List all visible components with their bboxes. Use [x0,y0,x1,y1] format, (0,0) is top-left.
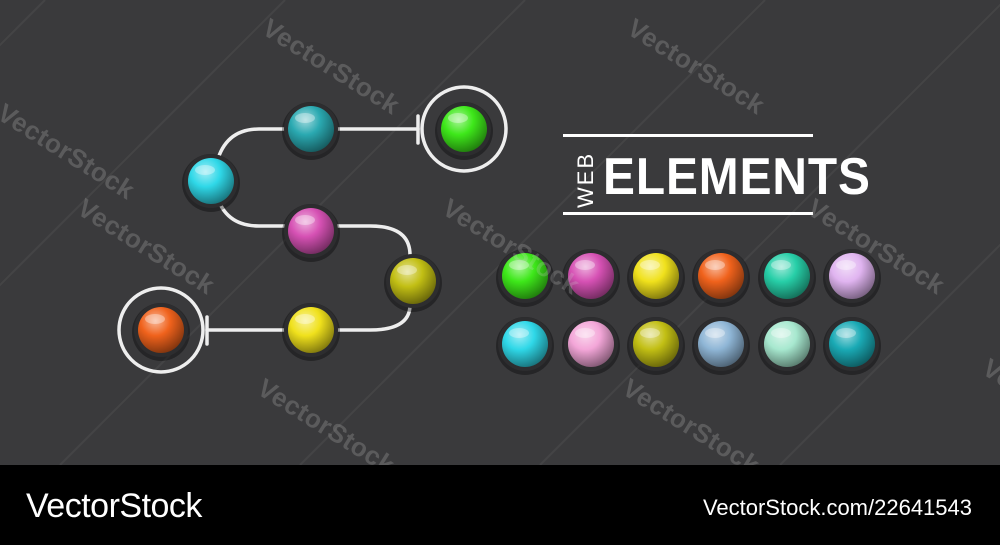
web-elements-title: WEB ELEMENTS [563,134,870,218]
sphere-elements [132,102,881,375]
artwork-svg [117,85,881,375]
path-sphere-olive [384,254,442,312]
title-web-text: WEB [573,151,598,208]
grid-sphere-pink [562,317,620,375]
title-top-rule [563,134,813,137]
grid-sphere-mint [758,249,816,307]
path-connectors [117,85,508,374]
footer-bar: VectorStock VectorStock.com/22641543 [0,465,1000,545]
path-sphere-orange [132,303,190,361]
grid-sphere-olive [627,317,685,375]
grid-sphere-steel [692,317,750,375]
grid-sphere-orange [692,249,750,307]
footer-brand: VectorStock [26,487,202,525]
grid-sphere-dark_teal [823,317,881,375]
path-sphere-yellow [282,303,340,361]
grid-sphere-lavender [823,249,881,307]
grid-sphere-green [496,249,554,307]
title-bottom-rule [563,212,813,215]
grid-sphere-yellow [627,249,685,307]
path-sphere-cyan [182,154,240,212]
grid-sphere-cyan [496,317,554,375]
title-elements-text: ELEMENTS [603,148,871,206]
path-sphere-teal [282,102,340,160]
grid-sphere-magenta [562,249,620,307]
grid-sphere-pale_green [758,317,816,375]
path-sphere-magenta [282,204,340,262]
path-sphere-green [435,102,493,160]
footer-image-credit: VectorStock.com/22641543 [702,495,972,520]
